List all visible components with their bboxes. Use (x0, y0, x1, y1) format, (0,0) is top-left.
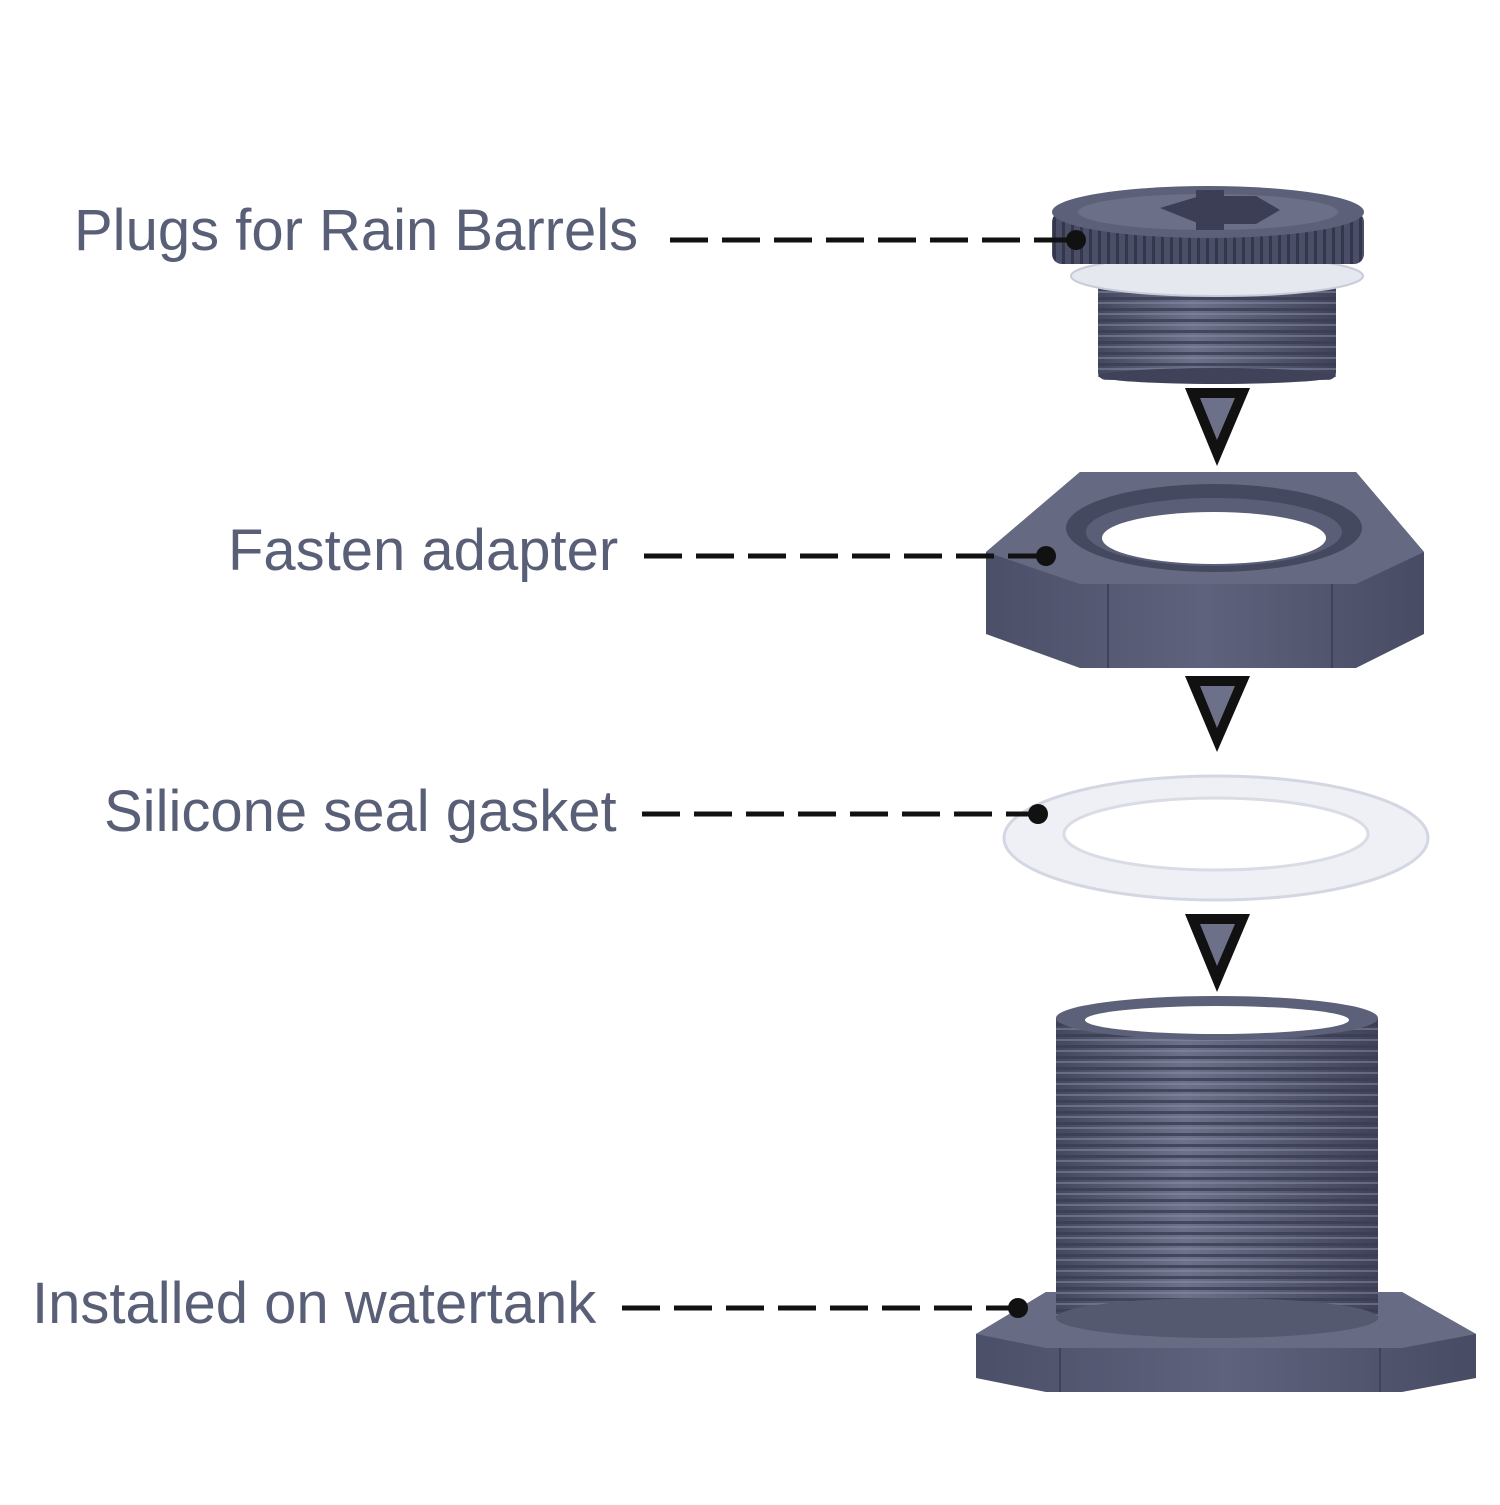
fasten-adapter-nut (986, 472, 1424, 668)
leader-dot (1008, 1298, 1028, 1318)
down-arrow-3 (1185, 914, 1250, 992)
leader-line-fasten (644, 546, 1056, 566)
bulkhead-fitting-body (976, 996, 1476, 1392)
label-installed-on-watertank: Installed on watertank (32, 1271, 597, 1336)
leader-dot (1036, 546, 1056, 566)
label-silicone-seal-gasket: Silicone seal gasket (104, 779, 617, 844)
label-fasten-adapter: Fasten adapter (228, 518, 619, 583)
leader-line-seal (642, 804, 1048, 824)
leader-dot (1028, 804, 1048, 824)
leader-dot (1066, 230, 1086, 250)
label-plugs-for-rain-barrels: Plugs for Rain Barrels (74, 198, 639, 263)
rain-barrel-plug (1052, 186, 1364, 384)
leader-line-plug (670, 230, 1086, 250)
leader-line-installed (622, 1298, 1028, 1318)
down-arrow-1 (1185, 388, 1250, 466)
down-arrow-2 (1185, 676, 1250, 752)
silicone-seal-gasket (1002, 774, 1430, 902)
